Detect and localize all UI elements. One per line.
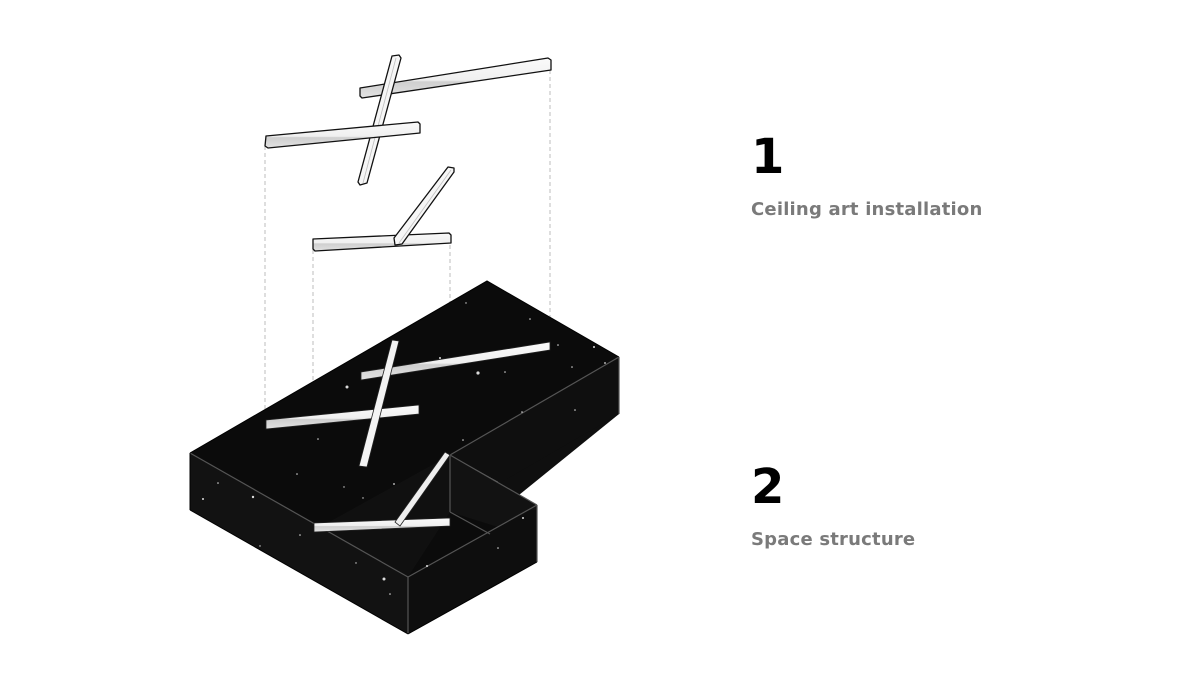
legend-label: Space structure: [751, 529, 916, 550]
legend-label: Ceiling art installation: [751, 199, 983, 220]
legend-number: 1: [751, 129, 784, 185]
legend-number: 2: [751, 459, 784, 515]
space-structure-block: [189, 280, 620, 635]
notch-wall-left: [320, 455, 450, 577]
beam-lower-horizontal: [312, 232, 452, 252]
star-speckles: [202, 302, 606, 606]
beam-top-long: [359, 57, 552, 99]
block-beams: [265, 339, 551, 533]
legend-item-ceiling-art: 1 Ceiling art installation: [751, 133, 982, 219]
block-face-front-right: [408, 505, 537, 634]
ceiling-art-installation: [264, 54, 552, 252]
block-face-front-left: [190, 453, 408, 634]
beam-middle-left: [264, 121, 421, 149]
legend-item-space-structure: 2 Space structure: [751, 463, 915, 549]
